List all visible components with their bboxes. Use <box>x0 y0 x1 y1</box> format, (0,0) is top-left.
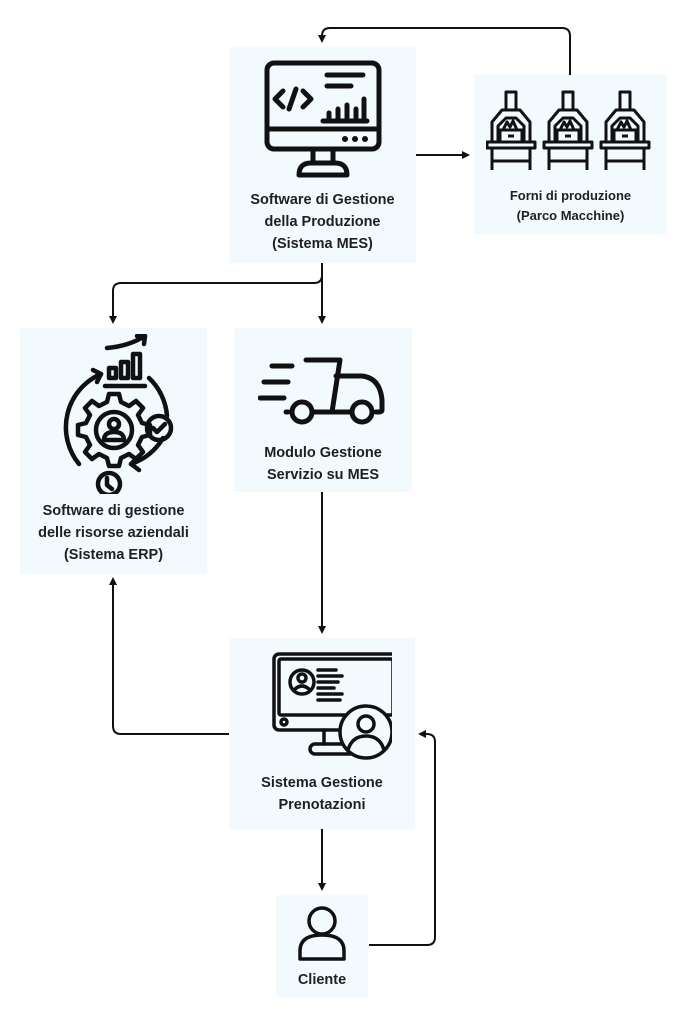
node-cliente-label: Cliente <box>298 969 346 991</box>
node-mes[interactable]: Software di Gestione della Produzione (S… <box>229 47 416 263</box>
delivery-truck-icon <box>258 357 385 425</box>
monitor-code-chart-icon <box>264 60 381 178</box>
node-forni-label: Forni di produzione (Parco Macchine) <box>510 186 631 226</box>
label-line: Software di gestione <box>42 503 185 519</box>
label-line: Forni di produzione <box>509 188 632 203</box>
node-modulo-label: Modulo Gestione Servizio su MES <box>264 442 382 486</box>
node-forni[interactable]: Forni di produzione (Parco Macchine) <box>474 75 667 235</box>
gear-cycle-icon <box>63 334 173 494</box>
label-line: Cliente <box>297 972 347 988</box>
node-mes-label: Software di Gestione della Produzione (S… <box>250 189 394 255</box>
ovens-icon <box>485 90 650 172</box>
edge-cliente-to-prenotazioni <box>369 730 436 946</box>
label-line: (Sistema MES) <box>272 236 373 252</box>
edge-forni-to-mes <box>318 27 571 75</box>
node-prenotazioni[interactable]: Sistema Gestione Prenotazioni <box>229 638 415 829</box>
monitor-user-icon <box>272 652 392 760</box>
label-line: (Parco Macchine) <box>516 208 625 223</box>
label-line: Sistema Gestione <box>261 775 383 791</box>
node-modulo[interactable]: Modulo Gestione Servizio su MES <box>234 328 412 492</box>
node-prenotazioni-label: Sistema Gestione Prenotazioni <box>261 772 383 816</box>
label-line: Servizio su MES <box>266 467 379 483</box>
label-line: (Sistema ERP) <box>63 547 164 563</box>
node-cliente[interactable]: Cliente <box>276 895 368 997</box>
label-line: Prenotazioni <box>278 797 366 813</box>
user-icon <box>298 906 346 961</box>
label-line: della Produzione <box>264 214 381 230</box>
edge-prenotazioni-to-erp <box>109 577 229 735</box>
node-erp-label: Software di gestione delle risorse azien… <box>38 500 189 566</box>
edge-mes-to-erp <box>109 263 323 324</box>
label-line: Modulo Gestione <box>264 445 382 461</box>
label-line: delle risorse aziendali <box>38 525 189 541</box>
node-erp[interactable]: Software di gestione delle risorse azien… <box>20 328 207 574</box>
label-line: Software di Gestione <box>250 192 395 208</box>
